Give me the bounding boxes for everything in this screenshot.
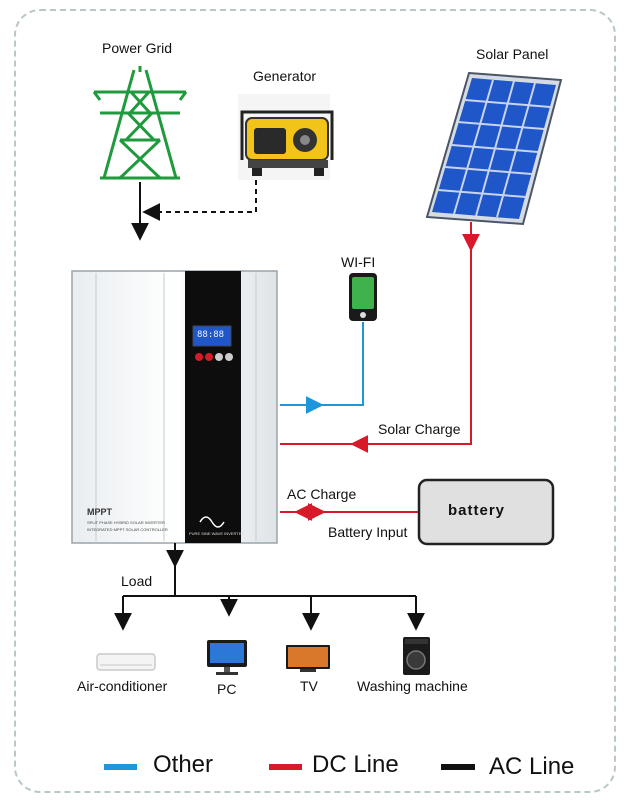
load-washing-machine-label: Washing machine — [357, 678, 468, 694]
battery-box — [417, 478, 555, 546]
tv-icon — [286, 645, 330, 672]
generator-ac-line — [142, 180, 257, 221]
air-conditioner-icon — [96, 653, 156, 671]
wifi-label: WI-FI — [341, 254, 376, 270]
power-grid-tower-icon — [92, 66, 188, 180]
solar-dc-line — [280, 225, 472, 445]
battery-input-label: Battery Input — [328, 524, 408, 540]
diagram-frame — [14, 9, 616, 793]
load-pc-label: PC — [217, 681, 237, 697]
inverter-sub-label: PURE SINE WAVE INVERTER — [189, 531, 245, 536]
legend-ac-label: AC Line — [489, 753, 575, 780]
power-grid-label: Power Grid — [102, 40, 173, 56]
washing-machine-icon — [403, 637, 430, 675]
solar-charge-label: Solar Charge — [378, 421, 461, 437]
inverter-screen: 88:88 — [197, 330, 225, 340]
legend-dc-label: DC Line — [312, 751, 399, 778]
generator-label: Generator — [253, 68, 317, 84]
wifi-other-line — [280, 322, 364, 406]
solar-panel-label: Solar Panel — [476, 46, 549, 62]
inverter-model-line2: INTEGRATED MPPT SOLAR CONTROLLER — [87, 527, 168, 532]
ac-charge-label: AC Charge — [287, 486, 357, 502]
inverter-model-line1: SPLIT PHASE HYBRID SOLAR INVERTER — [87, 520, 165, 525]
pc-icon — [207, 640, 247, 675]
inverter-brand: MPPT — [87, 507, 113, 517]
solar-panel-icon — [425, 71, 563, 226]
load-air-conditioner-label: Air-conditioner — [77, 678, 168, 694]
legend-other-label: Other — [153, 751, 214, 778]
battery-label: battery — [448, 502, 506, 519]
load-label: Load — [121, 573, 153, 589]
load-tv-label: TV — [300, 678, 318, 694]
generator-icon — [238, 94, 334, 180]
wifi-module-icon — [349, 273, 377, 321]
inverter-unit — [71, 270, 278, 544]
